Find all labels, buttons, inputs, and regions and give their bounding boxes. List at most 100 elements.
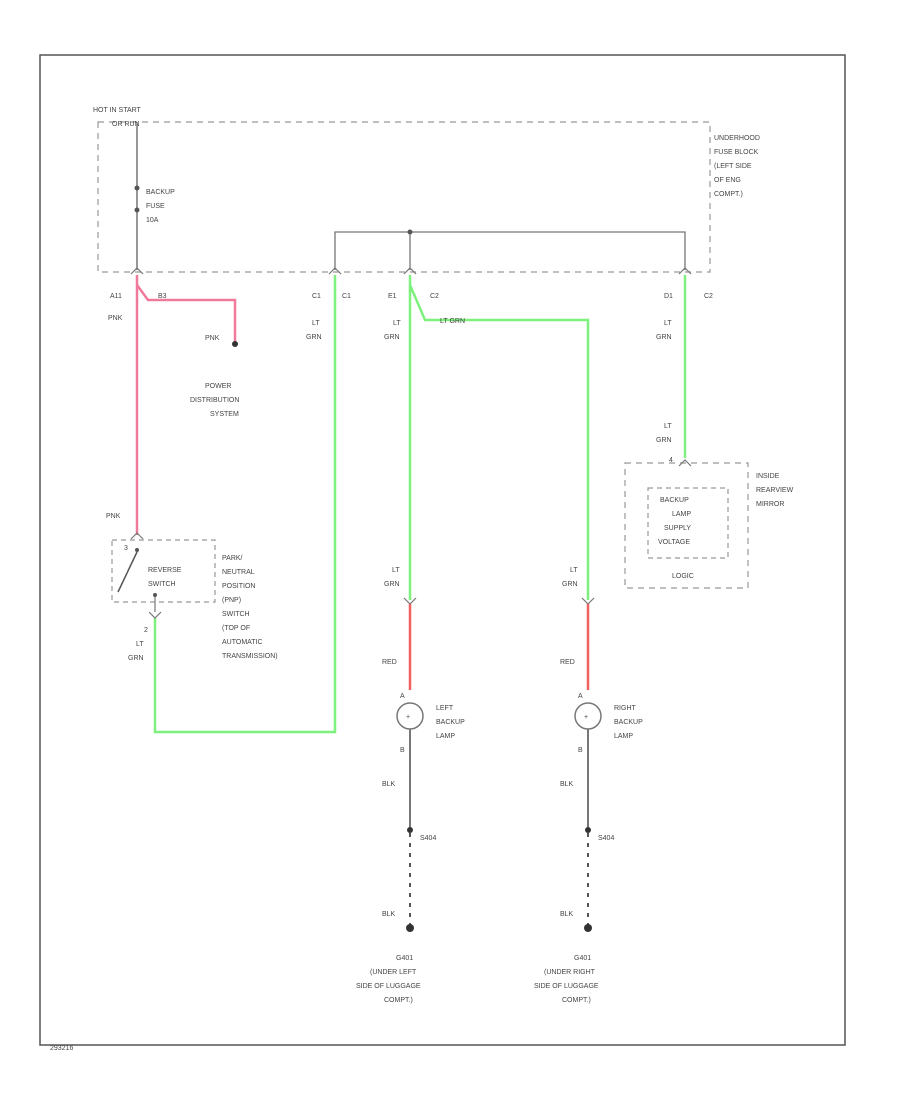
svg-text:TRANSMISSION): TRANSMISSION) [222,653,278,660]
svg-text:LT: LT [393,320,401,327]
svg-text:COMPT.): COMPT.) [384,997,413,1004]
svg-text:POWER: POWER [205,383,231,390]
switch-pin-bottom: 2 [144,627,148,634]
svg-text:LT: LT [570,567,578,574]
svg-text:LEFT: LEFT [436,705,454,712]
svg-text:LT: LT [392,567,400,574]
pnp-switch-box [111,539,216,603]
svg-text:GRN: GRN [656,437,672,444]
svg-text:BACKUP: BACKUP [660,497,689,504]
svg-text:OF ENG: OF ENG [714,177,741,184]
svg-text:OR RUN: OR RUN [112,121,140,128]
svg-text:SIDE OF LUGGAGE: SIDE OF LUGGAGE [356,983,421,990]
connector-d1 [678,267,692,275]
svg-text:DISTRIBUTION: DISTRIBUTION [190,397,239,404]
svg-text:COMPT.): COMPT.) [714,191,743,198]
svg-text:LT: LT [664,423,672,430]
pnp-switch-label: PARK/ NEUTRAL POSITION (PNP) SWITCH (TOP… [222,555,278,660]
mirror-connector [678,459,692,467]
wire-label-blk-left-2: BLK [382,911,396,918]
wire-label-ltgrn-left: LT GRN [384,567,400,588]
svg-text:(PNP): (PNP) [222,597,241,604]
splice-right [585,827,591,833]
wire-label-blk-right-1: BLK [560,781,574,788]
wire-label-ltgrn-d1: LT GRN [656,320,672,341]
left-lamp-symbol: + [406,714,410,721]
pin-d1-conn: C2 [704,293,713,300]
fuse-block-box [97,121,711,273]
svg-text:BACKUP: BACKUP [614,719,643,726]
svg-text:UNDERHOOD: UNDERHOOD [714,135,760,142]
right-lamp-pin-bottom: B [578,747,583,754]
wire-label-blk-right-2: BLK [560,911,574,918]
connector-c1 [328,267,342,275]
wire-label-ltgrn-right: LT GRN [562,567,578,588]
bus-splice-dot [407,229,413,235]
svg-text:(UNDER RIGHT: (UNDER RIGHT [544,969,596,976]
fuse-node-top [134,185,140,191]
svg-text:SYSTEM: SYSTEM [210,411,239,418]
splice-left-label: S404 [420,835,436,842]
switch-blade [117,551,138,593]
splice-left [407,827,413,833]
mirror-logic-box [647,487,729,559]
svg-text:POSITION: POSITION [222,583,255,590]
pin-e1: E1 [388,293,397,300]
svg-text:LT: LT [664,320,672,327]
svg-text:BACKUP: BACKUP [436,719,465,726]
svg-text:RIGHT: RIGHT [614,705,637,712]
svg-text:COMPT.): COMPT.) [562,997,591,1004]
wire-label-ltgrn-switch: LT GRN [128,641,144,662]
pink-wire-to-power-dist [135,284,237,342]
internal-bus [334,231,686,270]
wire-label-blk-left-1: BLK [382,781,396,788]
svg-text:LT: LT [312,320,320,327]
mirror-inner-label: BACKUP LAMP SUPPLY VOLTAGE [658,497,691,546]
wire-label-ltgrn-mirror: LT GRN [656,423,672,444]
svg-text:PARK/: PARK/ [222,555,243,562]
svg-text:SIDE OF LUGGAGE: SIDE OF LUGGAGE [534,983,599,990]
svg-text:LAMP: LAMP [436,733,455,740]
right-lamp-symbol: + [584,714,588,721]
power-distribution-label: POWER DISTRIBUTION SYSTEM [190,383,239,418]
svg-text:GRN: GRN [384,581,400,588]
svg-text:SWITCH: SWITCH [148,581,176,588]
svg-text:G401: G401 [396,955,413,962]
pin-c1-conn: C1 [342,293,351,300]
green-wire-c1-to-switch [153,275,337,734]
switch-contact-bottom [153,593,157,597]
switch-connector-top [130,532,144,540]
svg-text:GRN: GRN [306,334,322,341]
right-lamp-pin-top: A [578,693,583,700]
svg-text:REARVIEW: REARVIEW [756,487,794,494]
wire-label-ltgrn-c1: LT GRN [306,320,322,341]
ground-right-dot [584,924,592,932]
connector-e1 [403,267,417,275]
left-lamp-label: LEFT BACKUP LAMP [436,705,465,740]
svg-text:FUSE: FUSE [146,203,165,210]
figure-id: 293216 [50,1045,73,1052]
svg-text:INSIDE: INSIDE [756,473,780,480]
pin-b3: B3 [158,293,167,300]
svg-text:G401: G401 [574,955,591,962]
svg-text:(LEFT SIDE: (LEFT SIDE [714,163,752,170]
left-lamp-pin-bottom: B [400,747,405,754]
svg-text:SWITCH: SWITCH [222,611,250,618]
reverse-switch-label: REVERSE SWITCH [148,567,182,588]
switch-connector-bottom [148,611,162,619]
svg-text:(TOP OF: (TOP OF [222,625,250,632]
switch-contact-top [135,548,139,552]
splice-right-label: S404 [598,835,614,842]
mirror-box [624,462,749,589]
svg-text:GRN: GRN [128,655,144,662]
wire-label-red-right: RED [560,659,575,666]
svg-text:LAMP: LAMP [614,733,633,740]
svg-text:(UNDER LEFT: (UNDER LEFT [370,969,417,976]
wire-label-pnk-2: PNK [205,335,220,342]
svg-text:AUTOMATIC: AUTOMATIC [222,639,263,646]
fuse-label: BACKUP FUSE 10A [146,189,175,224]
wire-label-pnk-3: PNK [106,513,121,520]
wire-label-red-left: RED [382,659,397,666]
switch-pin-top: 3 [124,545,128,552]
svg-text:REVERSE: REVERSE [148,567,182,574]
